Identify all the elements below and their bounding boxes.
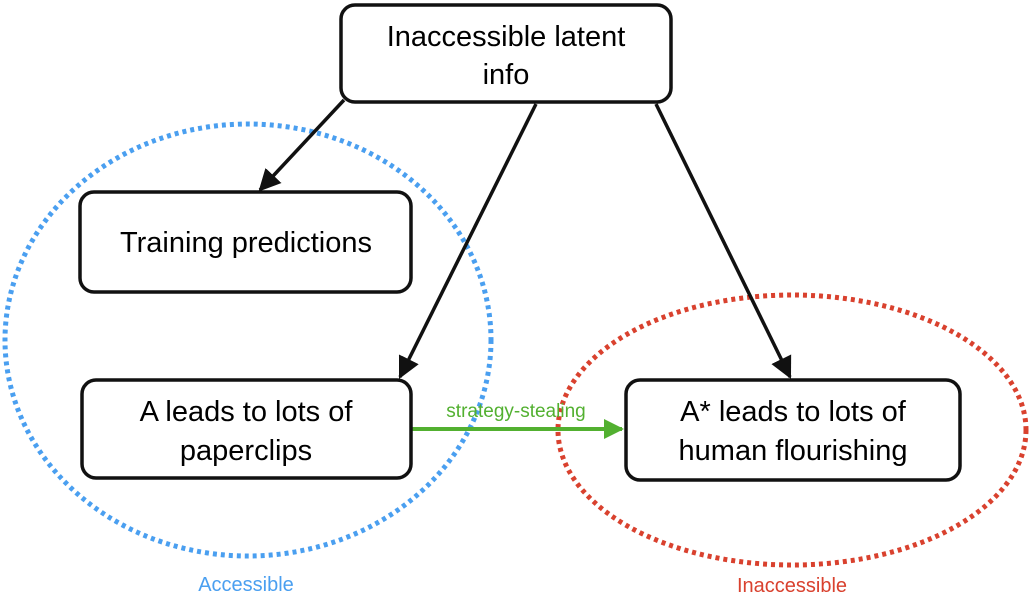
- node-flourishing: A* leads to lots of human flourishing: [624, 378, 962, 482]
- strategy-stealing-label: strategy-stealing: [446, 401, 585, 422]
- node-paperclips-box: [80, 378, 413, 480]
- node-paperclips-line2: paperclips: [180, 435, 312, 467]
- arrow-latent-to-flourishing: [654, 103, 792, 379]
- inaccessible-region: [555, 292, 1029, 568]
- node-latent-info-line2: info: [483, 59, 530, 91]
- node-paperclips-line1: A leads to lots of: [140, 396, 354, 428]
- node-paperclips: A leads to lots of paperclips: [80, 378, 413, 480]
- node-flourishing-box: [624, 378, 962, 482]
- arrow-latent-to-training: [258, 98, 346, 192]
- arrow-latent-to-paperclips: [398, 103, 538, 379]
- node-training-predictions-text: Training predictions: [120, 227, 372, 259]
- node-training-predictions: Training predictions: [78, 190, 413, 294]
- accessible-caption: Accessible: [198, 574, 294, 596]
- node-training-predictions-box: [78, 190, 413, 294]
- node-latent-info-box: [339, 3, 673, 104]
- inaccessible-caption: Inaccessible: [737, 575, 847, 597]
- node-latent-info-line1: Inaccessible latent: [387, 21, 626, 53]
- node-flourishing-line2: human flourishing: [679, 435, 908, 467]
- accessible-region: [2, 121, 494, 559]
- node-latent-info: Inaccessible latent info: [339, 3, 673, 104]
- node-flourishing-line1: A* leads to lots of: [680, 396, 907, 428]
